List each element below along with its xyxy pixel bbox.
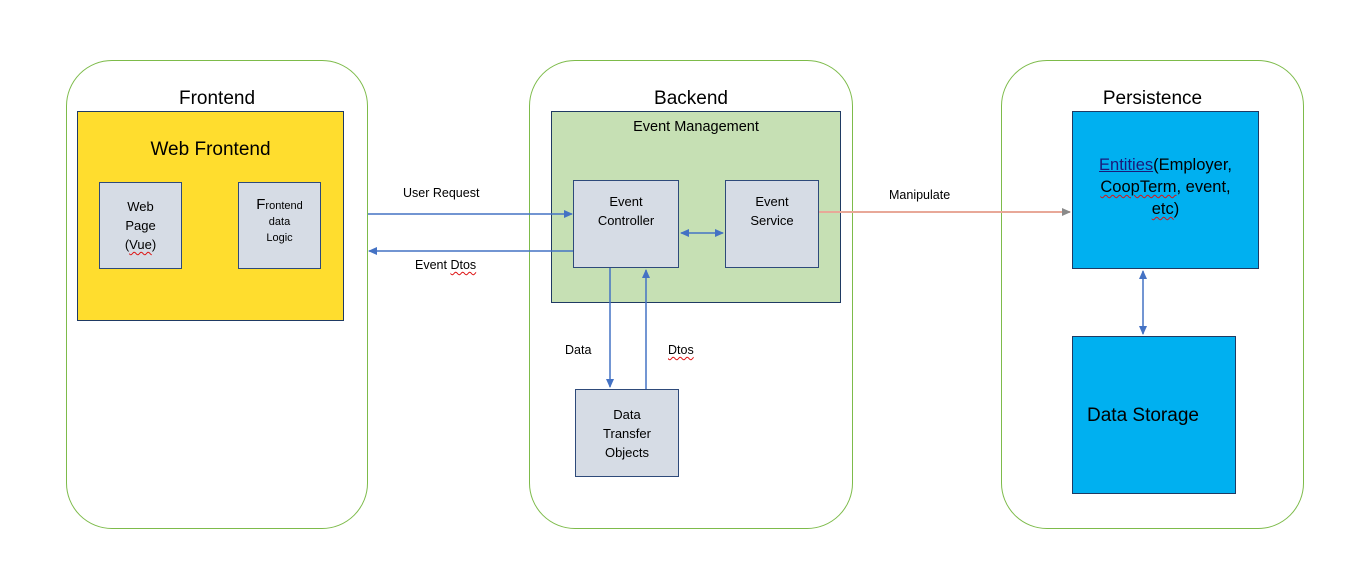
web-page-line1: Web — [127, 199, 154, 214]
dtos-label: Dtos — [668, 343, 694, 357]
frontend-title: Frontend — [178, 88, 256, 109]
event-controller-line1: Event — [609, 194, 643, 209]
event-management-title: Event Management — [633, 119, 759, 135]
web-frontend-title: Web Frontend — [150, 139, 271, 160]
event-service-line2: Service — [750, 213, 794, 228]
persistence-title: Persistence — [1102, 88, 1203, 109]
frontend-logic-line3: Logic — [266, 232, 293, 244]
entities-line2: CoopTerm, event, — [1100, 178, 1231, 196]
web-page-line3: (Vue) — [124, 237, 157, 252]
frontend-logic-line2: data — [268, 216, 291, 228]
event-controller-line2: Controller — [597, 213, 655, 228]
data-transfer-objects-box: Data Transfer Objects — [575, 389, 679, 477]
entities-line1: Entities(Employer, — [1099, 156, 1232, 174]
backend-title: Backend — [654, 88, 728, 109]
user-request-label: User Request — [403, 186, 480, 200]
dto-box-line3: Objects — [604, 444, 650, 460]
manipulate-label: Manipulate — [889, 188, 951, 202]
data-label: Data — [565, 343, 592, 357]
dto-box-line1: Data — [613, 406, 641, 422]
frontend-logic-line1: Frontend — [256, 196, 303, 213]
entities-line3: etc) — [1151, 200, 1180, 218]
web-page-box: Web Page (Vue) — [99, 182, 182, 269]
web-page-line2: Page — [125, 218, 156, 233]
event-service-line1: Event — [755, 194, 789, 209]
event-service-box: Event Service — [725, 180, 819, 268]
data-storage-box: Data Storage — [1072, 336, 1236, 494]
event-dtos-label: Event Dtos — [415, 258, 477, 272]
data-storage-label: Data Storage — [1087, 405, 1199, 426]
frontend-logic-box: Frontend data Logic — [238, 182, 321, 269]
event-controller-box: Event Controller — [573, 180, 679, 268]
entities-box: Entities(Employer, CoopTerm, event, etc) — [1072, 111, 1259, 269]
dto-box-line2: Transfer — [603, 425, 651, 441]
